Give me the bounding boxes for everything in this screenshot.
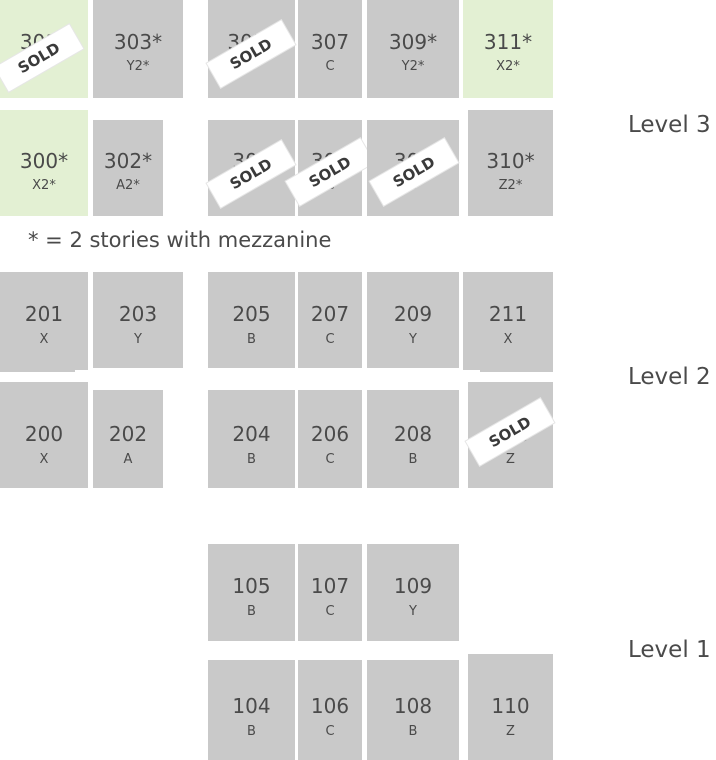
unit-number: 105 [232,574,271,598]
unit-number: 306 [310,149,350,173]
unit-number: 302* [103,149,153,173]
unit-303[interactable]: 303* Y2* [93,0,183,98]
unit-311[interactable]: 311* X2* [463,0,553,98]
unit-number: 204 [232,422,271,446]
unit-type: Y2* [126,59,150,74]
unit-109[interactable]: 109 Y [367,544,459,641]
unit-type: B [247,724,256,739]
unit-number: 311* [483,30,533,54]
unit-number: 201 [24,302,64,326]
unit-205[interactable]: 205 B [208,272,295,368]
level-2-label: Level 2 [628,364,711,390]
unit-305[interactable]: 305* B [208,0,295,98]
unit-107[interactable]: 107 C [298,544,362,641]
unit-309[interactable]: 309* Y2* [367,0,459,98]
unit-type: Z2* [498,178,523,193]
level-3-label: Level 3 [628,112,711,138]
unit-type: B [247,178,256,193]
unit-301[interactable]: 301* Z2* [0,0,88,98]
unit-204[interactable]: 204 B [208,390,295,488]
unit-106[interactable]: 106 C [298,660,362,760]
unit-307[interactable]: 307 C [298,0,362,98]
unit-type: Z [506,724,515,739]
unit-type: Y2* [401,59,425,74]
level-1-label: Level 1 [628,637,711,663]
unit-number: 310* [486,149,535,173]
unit-number: 210 [491,422,530,446]
unit-210[interactable]: 210 Z [468,382,553,488]
unit-302[interactable]: 302* A2* [93,120,163,216]
unit-number: 107 [310,574,350,598]
unit-type: C [325,332,335,347]
walkway [75,98,480,116]
unit-number: 208 [393,422,433,446]
unit-type: B [408,724,418,739]
unit-number: 104 [232,694,271,718]
unit-type: X2* [32,178,56,193]
unit-type: Z2* [32,59,56,74]
unit-number: 207 [310,302,350,326]
unit-number: 301* [19,30,69,54]
unit-type: B [408,178,418,193]
unit-207[interactable]: 207 C [298,272,362,368]
unit-type: X [503,332,513,347]
unit-number: 106 [310,694,350,718]
unit-200[interactable]: 200 X [0,382,88,488]
unit-308[interactable]: 308 B [367,120,459,216]
unit-number: 200 [24,422,64,446]
unit-type: C [325,724,335,739]
unit-number: 303* [113,30,163,54]
mezzanine-legend: * = 2 stories with mezzanine [28,228,332,252]
unit-type: X2* [496,59,520,74]
unit-300[interactable]: 300* X2* [0,110,88,216]
unit-type: C [325,59,335,74]
unit-211[interactable]: 211 X [463,272,553,372]
unit-206[interactable]: 206 C [298,390,362,488]
unit-type: X [39,332,49,347]
unit-number: 206 [310,422,350,446]
unit-number: 305* [227,30,276,54]
unit-type: B [247,59,256,74]
unit-type: Y [409,332,417,347]
unit-number: 309* [388,30,438,54]
unit-304[interactable]: 304 B [208,120,295,216]
unit-type: C [325,178,335,193]
unit-type: Y [409,604,417,619]
unit-number: 110 [491,694,530,718]
unit-108[interactable]: 108 B [367,660,459,760]
unit-number: 300* [19,149,69,173]
unit-type: B [247,604,256,619]
unit-type: X [39,452,49,467]
unit-number: 203 [118,302,158,326]
unit-number: 304 [232,149,271,173]
unit-type: B [408,452,418,467]
unit-type: A [123,452,133,467]
unit-type: C [325,452,335,467]
unit-number: 209 [393,302,433,326]
unit-110[interactable]: 110 Z [468,654,553,760]
unit-type: Y [134,332,142,347]
unit-208[interactable]: 208 B [367,390,459,488]
unit-202[interactable]: 202 A [93,390,163,488]
unit-number: 307 [310,30,350,54]
unit-201[interactable]: 201 X [0,272,88,372]
unit-type: B [247,452,256,467]
unit-104[interactable]: 104 B [208,660,295,760]
unit-203[interactable]: 203 Y [93,272,183,368]
unit-306[interactable]: 306 C [298,120,362,216]
unit-105[interactable]: 105 B [208,544,295,641]
unit-number: 109 [393,574,433,598]
unit-type: B [247,332,256,347]
unit-type: A2* [116,178,140,193]
unit-number: 211 [488,302,528,326]
unit-number: 205 [232,302,271,326]
unit-number: 202 [108,422,148,446]
unit-type: C [325,604,335,619]
unit-209[interactable]: 209 Y [367,272,459,368]
unit-number: 308 [393,149,433,173]
unit-type: Z [506,452,515,467]
walkway [75,370,480,388]
unit-310[interactable]: 310* Z2* [468,110,553,216]
unit-number: 108 [393,694,433,718]
